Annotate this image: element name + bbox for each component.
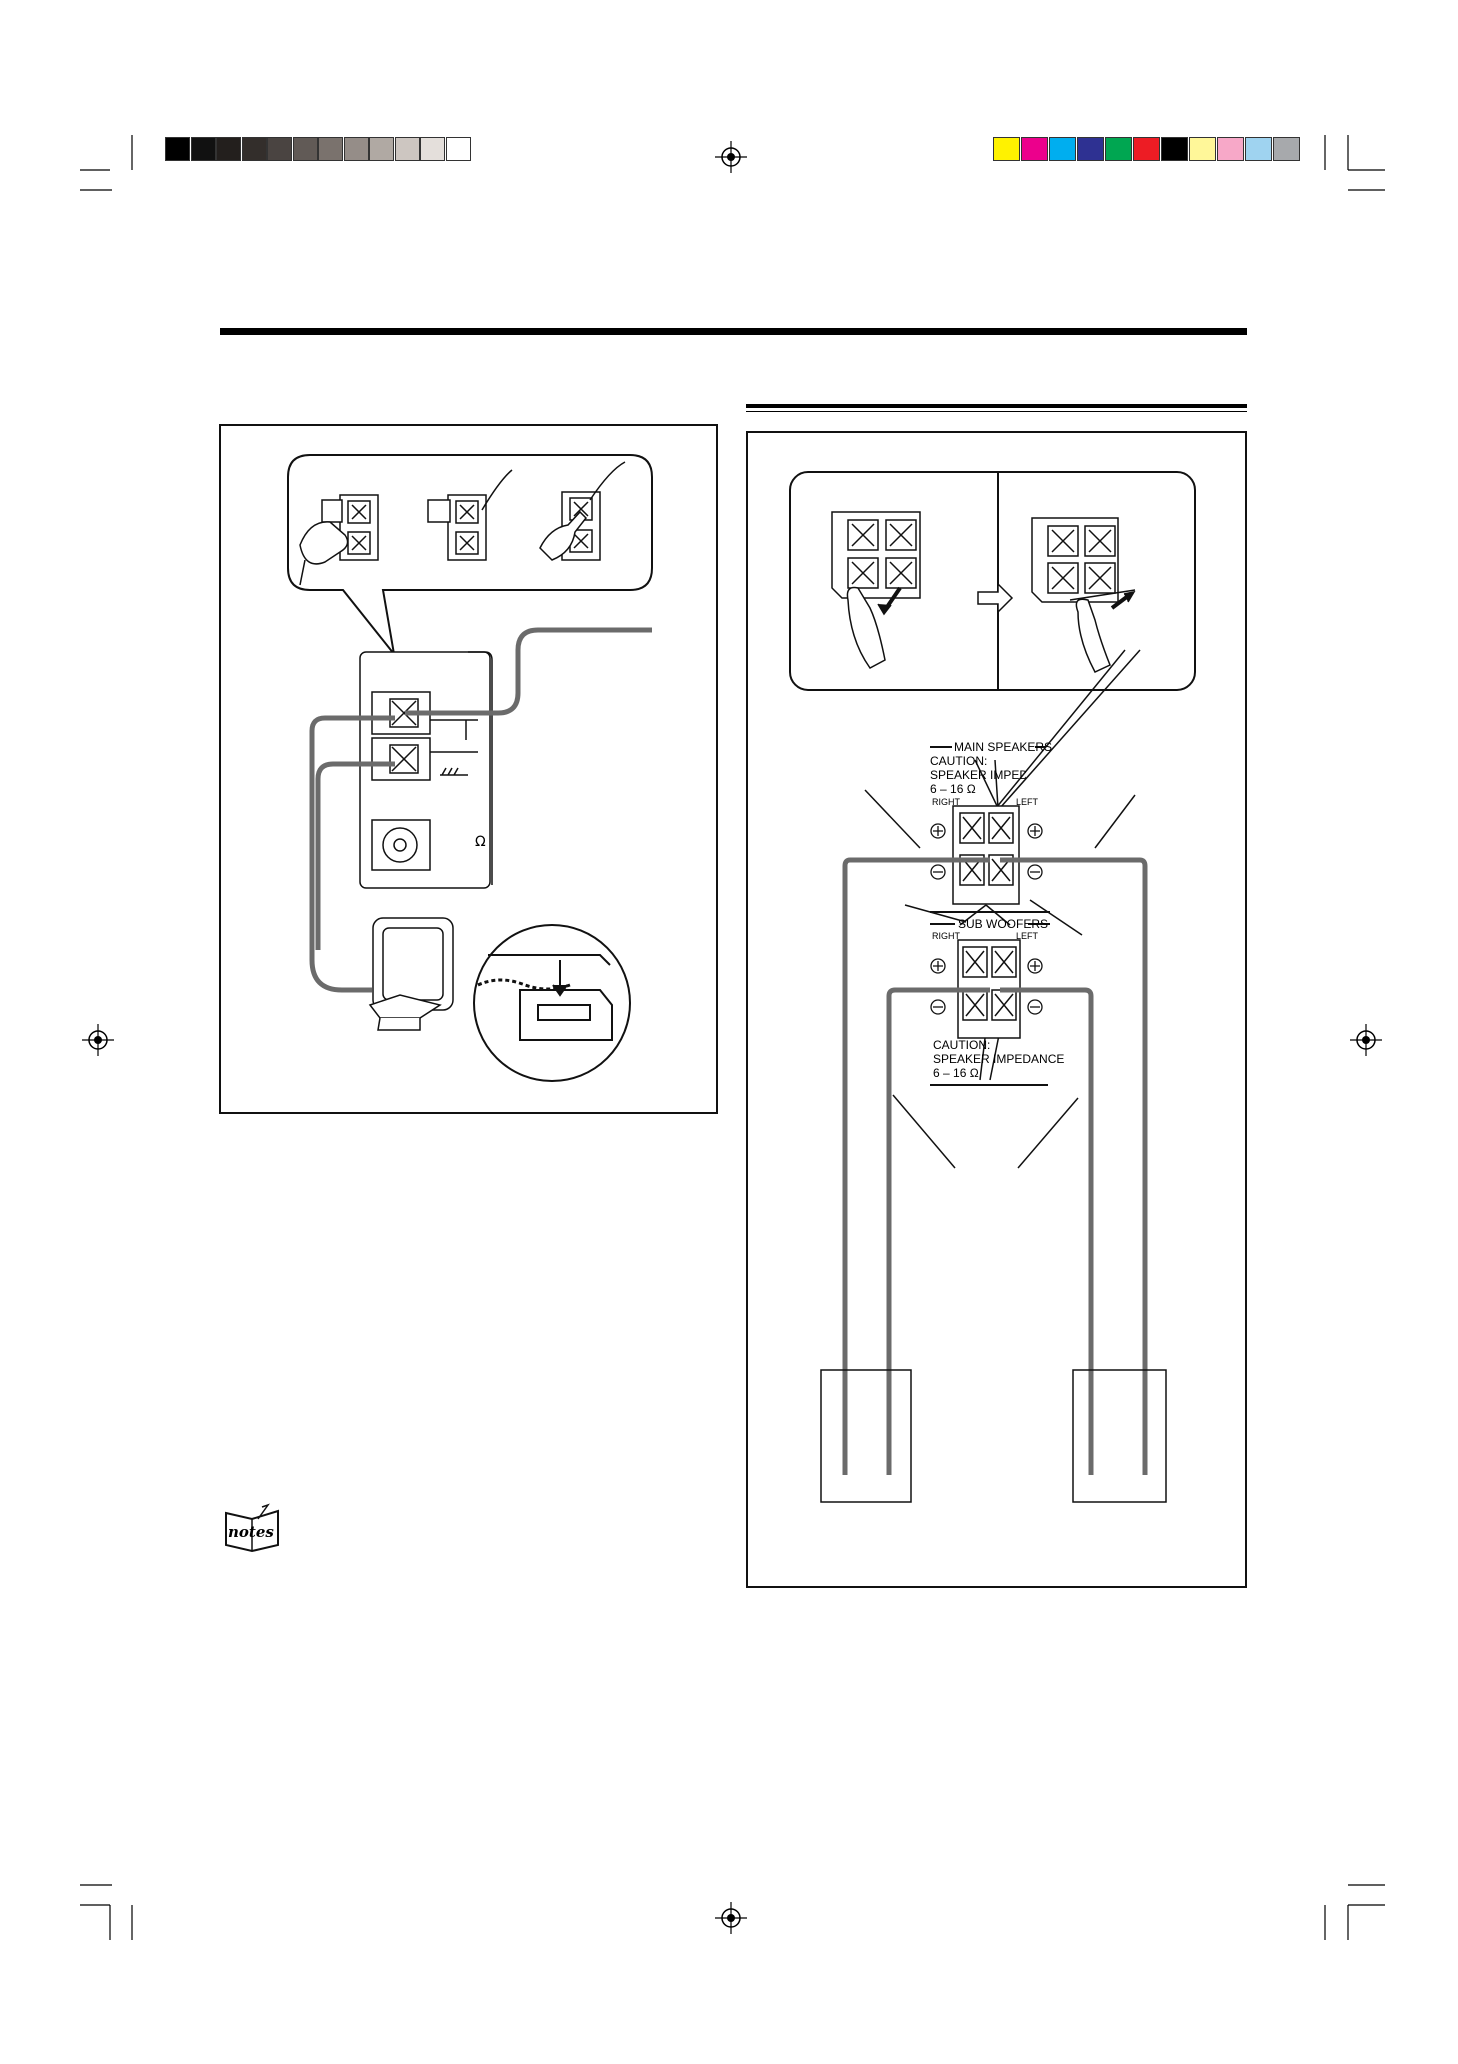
grayscale-swatch (445, 137, 471, 161)
clip-step-2-illustration (427, 469, 513, 561)
right-label-top: RIGHT (932, 797, 960, 807)
section-rule (746, 404, 1247, 408)
callout-pointer-lines (864, 649, 1141, 1169)
color-swatch (1077, 137, 1104, 161)
left-speaker-box (1072, 1369, 1167, 1503)
color-swatch (1273, 137, 1300, 161)
color-swatch (1217, 137, 1244, 161)
main-speaker-terminal-block (952, 805, 1020, 905)
plus-terminal-icon (930, 823, 1043, 974)
grayscale-swatch (241, 137, 267, 161)
registration-mark-icon (715, 141, 747, 173)
impedance-value-bottom: 6 – 16 Ω (933, 1066, 979, 1080)
grayscale-swatch (165, 137, 190, 161)
caution-underlines (930, 746, 1050, 1086)
left-label-bottom: LEFT (1016, 931, 1039, 941)
right-speaker-box (820, 1369, 912, 1503)
sub-woofers-label: SUB WOOFERS (958, 917, 1049, 931)
grayscale-swatch (292, 137, 318, 161)
color-swatch (1161, 137, 1188, 161)
registration-mark-icon (715, 1902, 747, 1934)
grayscale-swatch (343, 137, 369, 161)
main-speakers-label: MAIN SPEAKERS (954, 740, 1053, 754)
impedance-label-bottom: SPEAKER IMPEDANCE (933, 1052, 1065, 1066)
speaker-cables (842, 857, 1148, 1475)
ohm-symbol: Ω (475, 834, 486, 850)
color-swatch (1021, 137, 1048, 161)
grayscale-swatch (267, 137, 292, 161)
grayscale-swatch (190, 137, 216, 161)
grayscale-swatch (216, 137, 241, 161)
notes-label: notes (228, 1523, 274, 1541)
impedance-label-top: SPEAKER IMPEDANCE (930, 768, 1026, 782)
terminal-insert-illustration (1031, 517, 1136, 673)
am-loop-antenna (368, 917, 454, 1031)
caution-label-top: CAUTION: (930, 754, 988, 768)
am-connector-magnifier (473, 924, 631, 1082)
grayscale-swatch (318, 137, 343, 161)
fm-antenna-wire (405, 627, 652, 716)
am-loop-wire-1 (309, 715, 395, 993)
grayscale-swatch (369, 137, 394, 161)
header-rule (220, 328, 1247, 335)
color-swatch (1133, 137, 1160, 161)
left-label-top: LEFT (1016, 797, 1039, 807)
speaker-boxes (820, 1369, 1167, 1503)
color-swatch (993, 137, 1020, 161)
color-swatch (1245, 137, 1272, 161)
am-loop-wire-2 (315, 761, 395, 950)
caution-label-bottom: CAUTION: (933, 1038, 991, 1052)
minus-terminal-icon (930, 864, 1043, 1015)
grayscale-swatch (394, 137, 420, 161)
section-rule-thin (746, 411, 1247, 412)
color-swatch (1105, 137, 1132, 161)
registration-mark-icon (1350, 1024, 1382, 1056)
right-label-bottom: RIGHT (932, 931, 960, 941)
terminal-press-illustration (831, 511, 921, 669)
registration-mark-icon (82, 1024, 114, 1056)
right-arrow-icon (977, 582, 1014, 614)
impedance-value-top: 6 – 16 Ω (930, 782, 976, 796)
color-swatch (1189, 137, 1216, 161)
grayscale-swatch (420, 137, 445, 161)
color-swatch (1049, 137, 1076, 161)
clip-step-1-illustration (299, 494, 379, 586)
clip-step-3-illustration (539, 461, 626, 561)
registration-mark-icon (82, 141, 1382, 1934)
notes-icon: notes (222, 1503, 284, 1553)
